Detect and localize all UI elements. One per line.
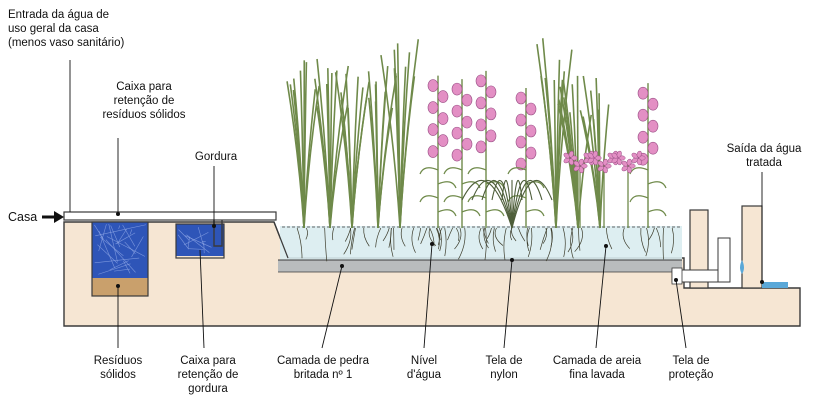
grass-clump: [314, 58, 350, 229]
leader-lines: [69, 60, 763, 349]
wetland-left-slope: [273, 221, 289, 259]
grass-clump: [367, 66, 397, 229]
label-caixa-gordura: Caixa para retenção de gordura: [177, 355, 239, 395]
leader-pedra: [321, 265, 343, 349]
flowering-plant: [443, 79, 481, 228]
leader-caixa-gordura: [199, 249, 205, 349]
outlet-riser: [717, 237, 731, 283]
outflow-drip-icon: [740, 260, 744, 274]
label-tela-protecao: Tela de proteção: [668, 355, 714, 381]
solids-box-sludge: [92, 278, 148, 296]
roots-group: [296, 227, 674, 262]
lily-plant: [611, 150, 646, 228]
drooping-plant: [461, 179, 553, 229]
leader-tela: [503, 259, 513, 349]
leader-areia: [595, 245, 607, 349]
treated-water-outflow: [762, 282, 788, 288]
label-pedra: Camada de pedra britada nº 1: [276, 355, 370, 381]
plants-group: [286, 38, 667, 229]
leader-dots: [116, 212, 764, 288]
label-tela-nylon: Tela de nylon: [485, 355, 523, 381]
water-area: [280, 226, 682, 260]
flowering-plant: [419, 75, 457, 228]
label-caixa-solidos: Caixa para retenção de resíduos sólidos: [102, 81, 186, 121]
leader-nivel: [423, 243, 433, 349]
label-areia: Camada de areia fina lavada: [552, 355, 642, 381]
lily-plant: [587, 150, 622, 228]
label-casa: Casa: [8, 210, 38, 224]
leader-tela-protecao: [675, 279, 687, 349]
label-saida: Saída da água tratada: [726, 143, 802, 169]
solids-box-outline: [91, 221, 149, 297]
box-fibers: [94, 223, 212, 275]
flowering-plant: [467, 70, 505, 228]
label-entrada: Entrada da água de uso geral da casa (me…: [8, 9, 125, 49]
inlet-pipe: [63, 211, 277, 221]
grass-clump: [334, 72, 370, 229]
gravel-layer: [278, 260, 682, 272]
grass-clump: [286, 60, 320, 229]
arrow-right-icon: [42, 211, 64, 223]
grease-box-pipe: [213, 220, 223, 247]
grass-clump: [380, 39, 420, 229]
label-gordura: Gordura: [194, 151, 238, 163]
flowering-plant: [629, 83, 667, 228]
label-nivel: Nível d'água: [406, 355, 442, 381]
solids-box-water: [92, 222, 148, 278]
end-wall-right: [741, 205, 763, 289]
label-residuos: Resíduos sólidos: [93, 355, 143, 381]
end-wall: [689, 209, 709, 289]
flowering-plant: [507, 88, 545, 228]
